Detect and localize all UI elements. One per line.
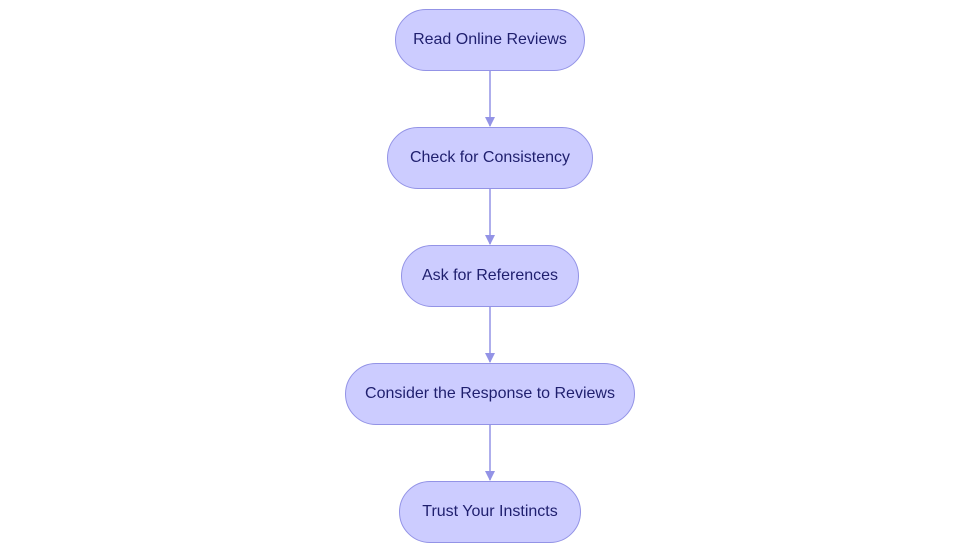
node-check-for-consistency: Check for Consistency [387,127,593,189]
node-read-online-reviews: Read Online Reviews [395,9,585,71]
node-label: Trust Your Instincts [422,503,558,520]
node-ask-for-references: Ask for References [401,245,579,307]
node-label: Check for Consistency [409,149,571,166]
node-label: Consider the Response to Reviews [365,385,615,402]
node-consider-response-to-reviews: Consider the Response to Reviews [345,363,635,425]
node-label: Ask for References [421,267,559,284]
node-trust-your-instincts: Trust Your Instincts [399,481,581,543]
node-label: Read Online Reviews [413,31,567,48]
